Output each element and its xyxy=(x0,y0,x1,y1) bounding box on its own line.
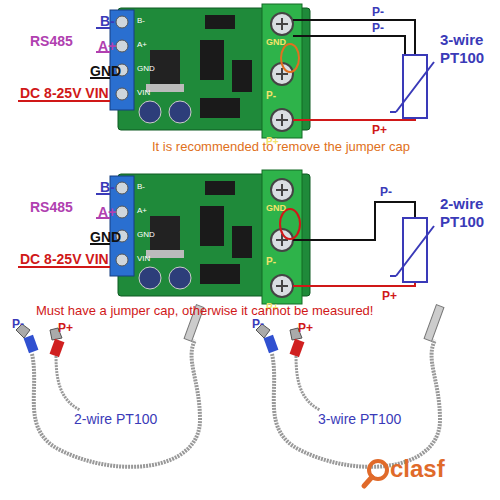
signal-name: A+ xyxy=(98,39,116,54)
signal-name: B- xyxy=(100,14,115,29)
lead-name: P+ xyxy=(298,322,313,335)
bus-name: RS485 xyxy=(30,34,73,49)
signal-name: A+ xyxy=(98,205,116,220)
probe-label: 2-wire PT100 xyxy=(74,412,157,427)
lead-name: P+ xyxy=(58,322,73,335)
bus-name: RS485 xyxy=(30,200,73,215)
power-name: DC 8-25V VIN xyxy=(20,252,109,267)
note: Must have a jumper cap, otherwise it can… xyxy=(36,304,373,318)
sensor-type: 3-wire xyxy=(440,32,483,49)
sensor-type: 2-wire xyxy=(440,196,483,213)
pin-name: B- xyxy=(137,17,145,26)
pin-name: GND xyxy=(137,65,155,74)
note: It is recommended to remove the jumper c… xyxy=(152,140,410,154)
power-name: DC 8-25V VIN xyxy=(20,86,109,101)
wire-name: P+ xyxy=(382,290,397,303)
terminal-name: P- xyxy=(266,90,276,101)
pin-name: A+ xyxy=(137,41,147,50)
wire-name: P- xyxy=(372,22,384,35)
watermark: clasf xyxy=(390,456,445,482)
lead-name: P- xyxy=(12,318,24,331)
probe-label: 3-wire PT100 xyxy=(318,412,401,427)
wire-name: P+ xyxy=(372,124,387,137)
lead-name: P- xyxy=(252,318,264,331)
sensor-name: PT100 xyxy=(440,214,484,231)
terminal-name: P- xyxy=(266,256,276,267)
signal-name: GND xyxy=(90,64,121,79)
pin-name: A+ xyxy=(137,207,147,216)
sensor-name: PT100 xyxy=(440,50,484,67)
terminal-name: GND xyxy=(266,38,286,48)
pin-name: VIN xyxy=(137,89,150,98)
pin-name: VIN xyxy=(137,255,150,264)
signal-name: B- xyxy=(100,180,115,195)
wire-name: P- xyxy=(380,186,392,199)
terminal-name: GND xyxy=(266,204,286,214)
signal-name: GND xyxy=(90,230,121,245)
wire-name: P- xyxy=(372,6,384,19)
pin-name: B- xyxy=(137,183,145,192)
pin-name: GND xyxy=(137,231,155,240)
